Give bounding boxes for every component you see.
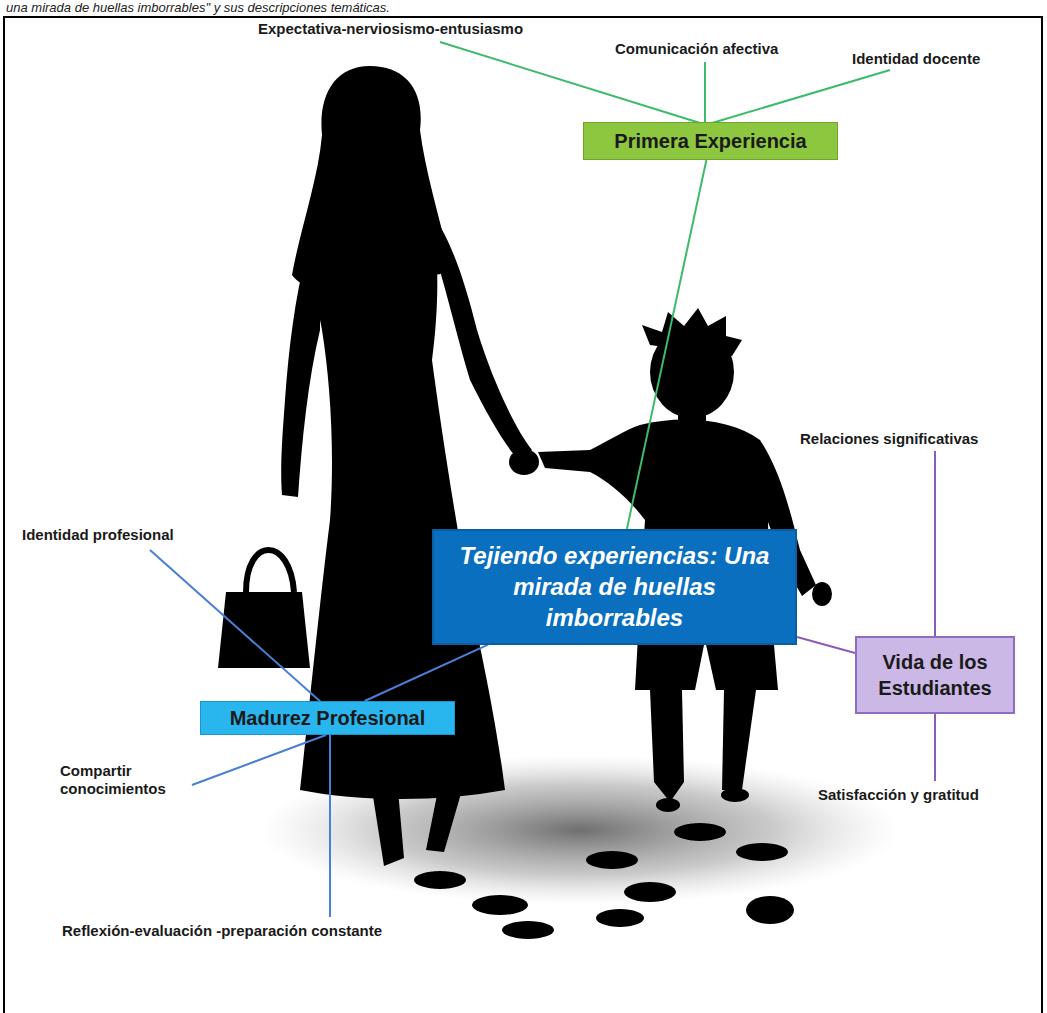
node-text: Vida de los Estudiantes — [863, 649, 1007, 701]
footprint — [596, 909, 644, 927]
leg — [426, 790, 462, 852]
head — [650, 326, 734, 418]
footprint — [414, 871, 466, 889]
central-theme-box: Tejiendo experiencias: Una mirada de hue… — [432, 529, 797, 645]
footprint — [736, 843, 788, 861]
footprint — [674, 823, 726, 841]
foot — [721, 788, 749, 802]
leader-line — [150, 550, 322, 703]
head — [343, 80, 407, 164]
arm — [420, 205, 532, 462]
leader-line — [934, 713, 936, 781]
footprint — [586, 851, 638, 869]
node-text: Tejiendo experiencias: Una mirada de hue… — [448, 540, 781, 634]
connector-line — [365, 645, 488, 701]
node-text: Primera Experiencia — [592, 128, 829, 154]
bag — [218, 592, 310, 668]
leader-line — [329, 735, 331, 917]
woman-silhouette — [218, 66, 539, 866]
connector-line — [797, 637, 855, 653]
theme-label: Expectativa-nerviosismo-entusiasmo — [258, 20, 523, 38]
category-box: Primera Experiencia — [583, 122, 838, 160]
caption: una mirada de huellas imborrables" y sus… — [6, 0, 390, 15]
leader-line — [934, 451, 936, 637]
leg — [650, 690, 684, 802]
hand — [509, 449, 539, 475]
node-text: Madurez Profesional — [209, 705, 446, 731]
footprint — [746, 896, 794, 924]
theme-label: Reflexión-evaluación -preparación consta… — [62, 922, 382, 940]
theme-label: Identidad docente — [852, 50, 980, 68]
hand — [812, 582, 832, 606]
theme-label: Comunicación afectiva — [615, 40, 778, 58]
foot — [656, 798, 680, 812]
leg — [722, 690, 756, 790]
theme-label: Identidad profesional — [22, 526, 174, 544]
leader-line — [712, 70, 890, 123]
connector-line — [627, 160, 707, 529]
leader-line — [192, 735, 326, 785]
footprints — [414, 823, 794, 939]
leader-line — [704, 62, 706, 122]
category-box: Vida de los Estudiantes — [855, 636, 1015, 714]
footprint — [472, 895, 528, 915]
theme-label: Relaciones significativas — [800, 430, 978, 448]
arm — [281, 215, 320, 497]
footprint — [502, 921, 554, 939]
footprint — [624, 882, 676, 902]
theme-label: Satisfacción y gratitud — [818, 786, 979, 804]
bag-handle — [246, 550, 294, 592]
category-box: Madurez Profesional — [200, 701, 455, 735]
leader-lines — [150, 42, 935, 917]
neck — [360, 155, 388, 205]
leg — [372, 790, 404, 866]
theme-label: Compartir conocimientos — [60, 762, 190, 798]
